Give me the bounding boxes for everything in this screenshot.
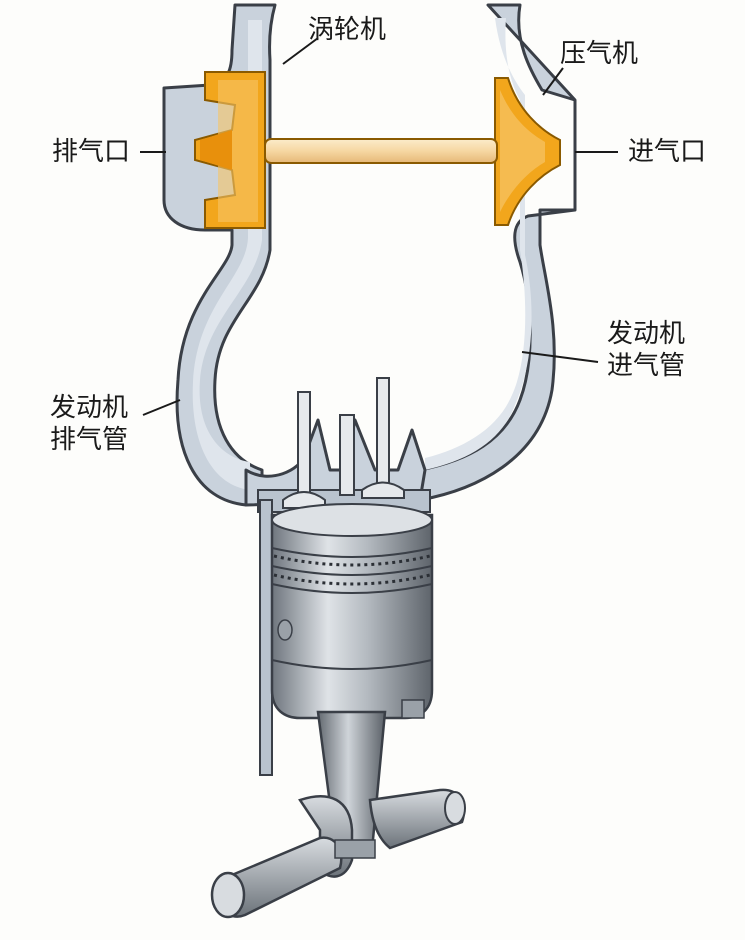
intake-valve <box>361 377 405 499</box>
leader-lines <box>140 37 618 416</box>
label-turbine: 涡轮机 <box>308 15 387 45</box>
turbine-wheel <box>194 71 266 229</box>
crankshaft <box>210 788 466 919</box>
label-intake-pipe-line1: 发动机 <box>607 319 686 349</box>
compressor-wheel <box>494 77 561 226</box>
label-exhaust-pipe: 发动机 排气管 <box>50 392 128 456</box>
label-intake-pipe: 发动机 进气管 <box>607 318 685 382</box>
piston <box>270 503 434 720</box>
exhaust-valve <box>282 391 326 509</box>
label-intake-pipe-line2: 进气管 <box>607 351 686 381</box>
spark-plug <box>339 414 355 496</box>
label-exhaust-pipe-line1: 发动机 <box>50 393 129 423</box>
label-compressor: 压气机 <box>560 39 639 69</box>
label-exhaust-pipe-line2: 排气管 <box>50 425 129 455</box>
turbo-shaft <box>264 138 498 164</box>
label-exhaust-port: 排气口 <box>52 137 131 167</box>
intake-pipe <box>418 3 577 502</box>
label-intake-port: 进气口 <box>628 137 707 167</box>
cylinder-wall <box>259 499 273 776</box>
